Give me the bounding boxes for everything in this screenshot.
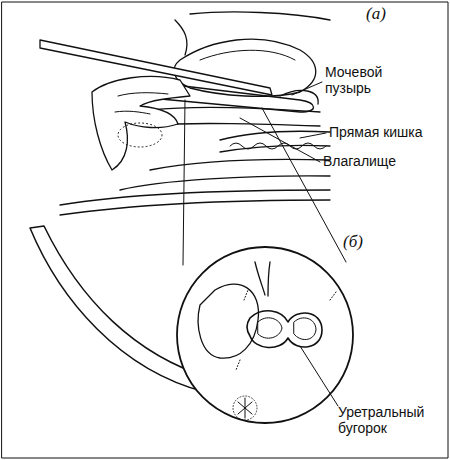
bladder-fold: [200, 50, 295, 60]
hand: [92, 76, 190, 170]
part-label: Прямая кишка: [329, 124, 447, 140]
urethral-lumen: [258, 318, 316, 340]
abdominal-wall: [175, 20, 187, 55]
inset-circle: [177, 247, 353, 423]
part-label: Уретральный бугорок: [338, 404, 446, 436]
tissue-line: [150, 159, 330, 170]
panel-letter: (а): [366, 6, 416, 22]
finger-line: [118, 93, 168, 96]
part-label: Мочевой пузырь: [325, 64, 405, 96]
leader-line: [300, 133, 326, 138]
part-label: Влагалище: [323, 153, 433, 169]
tissue-stipple: [118, 123, 162, 147]
finger-line: [115, 111, 150, 114]
tissue-line: [120, 176, 330, 190]
inset-bladder: [198, 284, 258, 358]
rectum-folds: [230, 143, 326, 149]
urethral-ring: [247, 311, 322, 348]
leader-line: [300, 346, 338, 406]
suture-area: [233, 396, 257, 420]
panel-letter: (б): [343, 234, 393, 250]
inset-retractor: [255, 262, 270, 296]
tissue-stipple: [236, 290, 336, 370]
suture-mark: [238, 398, 252, 418]
inset-leader: [183, 100, 185, 265]
abdominal-wall: [190, 12, 330, 20]
leader-line: [240, 118, 320, 162]
leader-line: [292, 82, 322, 95]
tissue-line: [60, 200, 330, 215]
